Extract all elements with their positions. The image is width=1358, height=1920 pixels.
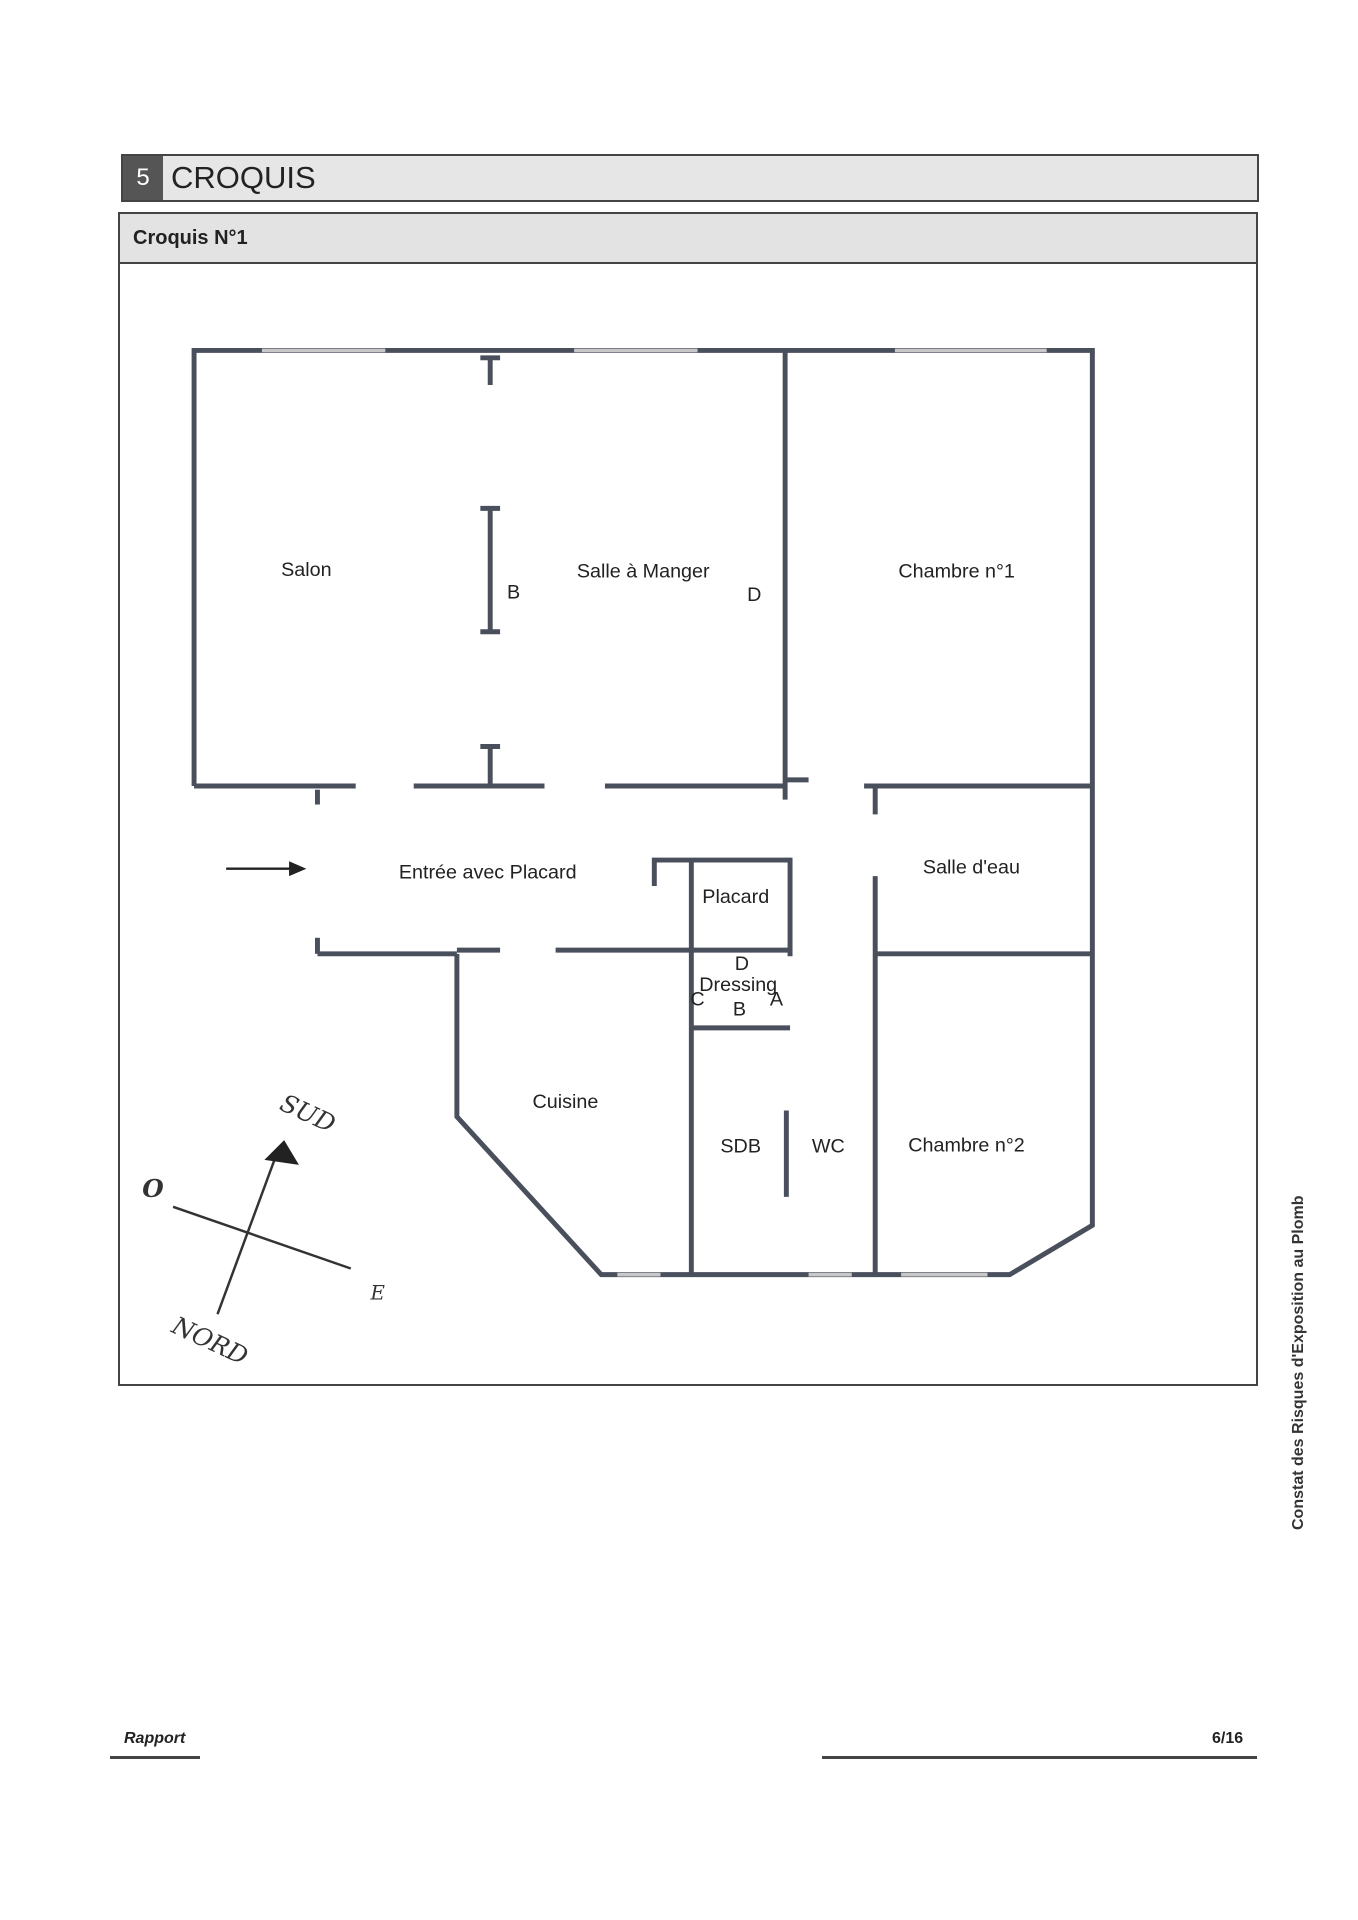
wall-label-b: B (733, 999, 746, 1021)
wall-label-d: D (735, 953, 749, 975)
footer-report-label: Rapport (124, 1730, 186, 1747)
room-sdb: SDB (720, 1135, 761, 1157)
sketch-frame: Croquis N°1 (118, 212, 1258, 1386)
room-placard: Placard (702, 886, 769, 908)
walls (191, 347, 1095, 1278)
compass-east: E (370, 1281, 386, 1304)
section-title: CROQUIS (171, 160, 316, 195)
windows (261, 348, 1047, 1277)
footer-rule (822, 1756, 1257, 1759)
room-chambre-1: Chambre n°1 (898, 560, 1015, 582)
entrance-arrow-icon (226, 861, 307, 877)
compass-west: O (142, 1174, 164, 1203)
room-salle-a-manger: Salle à Manger (577, 560, 710, 582)
section-header: 5 CROQUIS (121, 154, 1259, 202)
wall-label-c: C (690, 989, 704, 1011)
room-chambre-2: Chambre n°2 (908, 1134, 1024, 1156)
wall-label-a: A (770, 989, 784, 1011)
room-cuisine: Cuisine (533, 1091, 599, 1113)
wall-label-b: B (507, 581, 520, 603)
side-document-title: Constat des Risques d'Exposition au Plom… (1290, 1195, 1307, 1530)
room-salon: Salon (281, 559, 331, 581)
compass-icon: SUD O E NORD (142, 1088, 385, 1371)
compass-south: SUD (276, 1088, 341, 1139)
room-wc: WC (812, 1135, 845, 1157)
room-entree: Entrée avec Placard (399, 862, 577, 884)
footer-page-number: 6/16 (1212, 1730, 1244, 1747)
compass-north: NORD (167, 1310, 253, 1371)
footer-rule (110, 1756, 200, 1759)
room-dressing: Dressing (699, 974, 777, 996)
wall-label-d: D (747, 584, 761, 606)
room-salle-eau: Salle d'eau (923, 857, 1020, 879)
sketch-title: Croquis N°1 (120, 214, 1256, 264)
section-number: 5 (123, 156, 163, 200)
